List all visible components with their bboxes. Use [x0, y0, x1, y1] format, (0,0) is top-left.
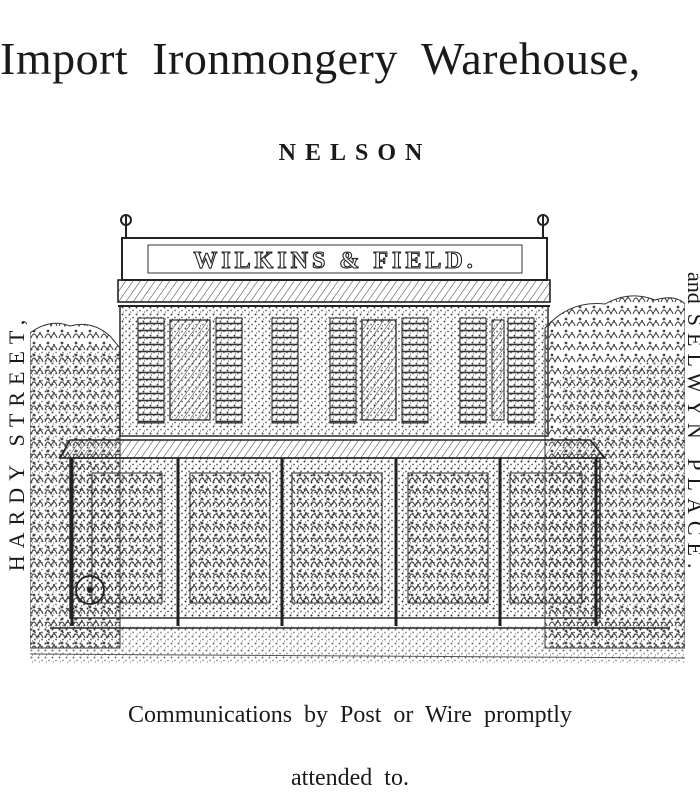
parapet-sign: WILKINS & FIELD.	[121, 237, 548, 281]
cart-wheel	[75, 575, 105, 605]
roof-finials	[120, 214, 549, 238]
street-label-left: HARDY STREET,	[4, 312, 29, 572]
notice-line-2: attended to.	[291, 765, 409, 791]
warehouse-heading: Import Ironmongery Warehouse,	[0, 33, 641, 84]
warehouse-engraving: WILKINS & FIELD.	[30, 214, 685, 663]
cornice-band	[117, 279, 551, 307]
shop-sign-text: WILKINS & FIELD.	[193, 248, 476, 274]
notice-line-1: Communications by Post or Wire promptly	[128, 702, 572, 728]
street-label-right-prefix: and	[683, 272, 700, 304]
street-label-right-name: SELWYN PLACE.	[683, 313, 700, 576]
shopfronts	[69, 457, 601, 619]
town-name: NELSON	[278, 140, 432, 166]
street-pavement	[30, 626, 685, 663]
building-upper-storey	[119, 305, 549, 437]
street-label-right: andSELWYN PLACE.	[683, 272, 700, 602]
veranda-posts	[70, 458, 598, 626]
veranda-roof	[58, 439, 607, 459]
